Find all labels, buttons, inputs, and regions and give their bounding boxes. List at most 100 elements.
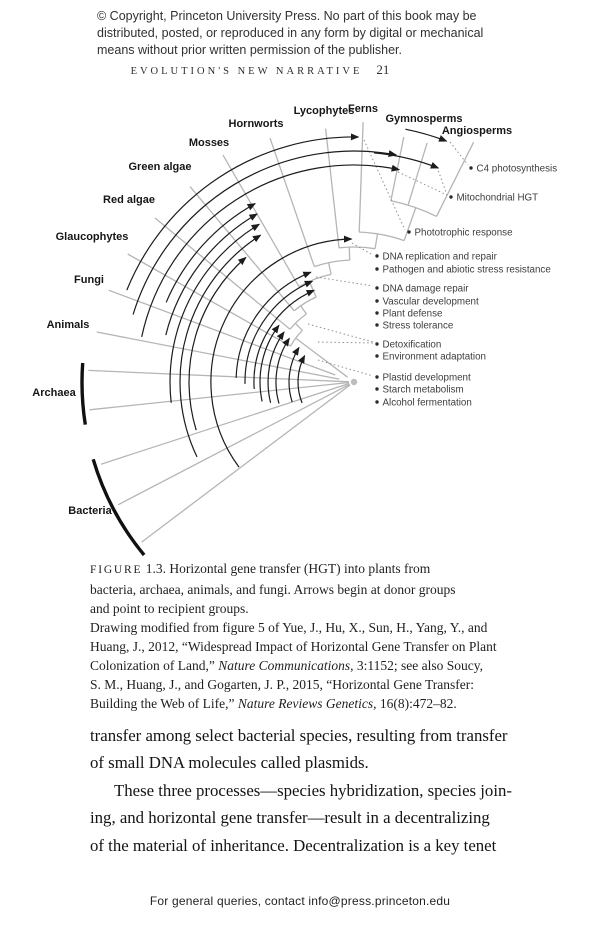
annotation-label: Environment adaptation: [383, 352, 486, 363]
annotation-label: DNA damage repair: [383, 284, 470, 295]
annotation-label: Detoxification: [383, 340, 442, 351]
annotation-bullet: [375, 254, 379, 258]
caption-text-run: Building the Web of Life,”: [90, 696, 238, 711]
tree-branch: [127, 253, 291, 347]
tree-stem: [300, 305, 307, 315]
annotation-bullet: [375, 267, 379, 271]
hgt-arrow-arc: [165, 203, 256, 303]
caption-line: bacteria, archaea, animals, and fungi. A…: [90, 580, 552, 599]
dotted-leader-line: [397, 171, 448, 196]
tree-connector-arc: [289, 313, 307, 330]
annotation-bullet: [407, 230, 411, 234]
tree-branch: [117, 383, 350, 506]
dotted-leader-line: [315, 276, 374, 287]
caption-line: Figure 1.3. Horizontal gene transfer (HG…: [90, 559, 552, 580]
caption-line: Drawing modified from figure 5 of Yue, J…: [90, 618, 552, 637]
body-line: These three processes—species hybridizat…: [114, 780, 512, 800]
tree-stem: [327, 262, 332, 275]
tree-branch: [222, 154, 300, 288]
taxon-label-angiosperms: Angiosperms: [442, 125, 512, 137]
taxon-label-archaea: Archaea: [32, 387, 76, 399]
tree-branch: [154, 217, 291, 330]
annotation-bullet: [375, 387, 379, 391]
tree-stem: [308, 281, 317, 298]
annotation-bullet: [375, 400, 379, 404]
annotation-bullet: [375, 286, 379, 290]
hgt-arrows: [126, 128, 448, 468]
annotation-label: Mitochondrial HGT: [457, 193, 539, 204]
caption-text-run: 1.3. Horizontal gene transfer (HGT) into…: [142, 561, 431, 576]
caption-journal-title: Nature Communications: [218, 658, 351, 673]
hgt-arrow-arc: [126, 133, 360, 291]
caption-text-run: Drawing modified from figure 5 of Yue, J…: [90, 620, 488, 635]
hgt-arrow-arc: [253, 289, 316, 390]
body-line: transfer among select bacterial species,…: [90, 726, 508, 745]
annotation-label: Starch metabolism: [383, 385, 464, 396]
body-line: of the material of inheritance. Decentra…: [90, 835, 497, 855]
hgt-arrow-arc: [288, 346, 300, 403]
hgt-arrow-arc: [259, 324, 280, 402]
taxon-label-lycophytes: Lycophytes: [294, 105, 355, 117]
annotation-bullet: [449, 195, 453, 199]
annotation-bullet: [375, 311, 379, 315]
annotation-bullet: [375, 375, 379, 379]
hgt-arrow-arc: [132, 150, 398, 315]
tree-connector-arc: [359, 231, 405, 242]
hgt-arrow-arc: [297, 354, 306, 404]
tree-stem: [374, 233, 379, 249]
hgt-arrow-arc: [244, 280, 314, 384]
clade-brackets: [80, 362, 146, 557]
annotation-bullet: [375, 299, 379, 303]
annotation-label: Alcohol fermentation: [383, 398, 472, 409]
taxon-label-ferns: Ferns: [348, 103, 378, 115]
annotation-label: Stress tolerance: [383, 321, 454, 332]
caption-text-run: Figure: [90, 564, 143, 576]
taxon-label-fungi: Fungi: [74, 274, 104, 286]
annotation-label: C4 photosynthesis: [477, 164, 558, 175]
tree-branch: [89, 381, 350, 411]
taxon-label-hornworts: Hornworts: [229, 118, 284, 130]
dotted-leader-line: [449, 141, 469, 166]
caption-line: Huang, J., 2012, “Widespread Impact of H…: [90, 637, 552, 656]
tree-connector-arc: [338, 246, 376, 250]
annotation-bullet: [375, 323, 379, 327]
annotation-bullet: [469, 166, 473, 170]
annotation-label: Plant defense: [383, 309, 443, 320]
tree-stem: [403, 207, 417, 241]
tree-branch: [435, 141, 475, 217]
caption-line: Building the Web of Life,” Nature Review…: [90, 694, 552, 713]
taxon-label-mosses: Mosses: [189, 137, 229, 149]
hgt-arrow-arc: [210, 235, 353, 468]
tree-root-hub: [350, 378, 358, 386]
hgt-arrow-arc: [405, 128, 448, 142]
hgt-arrow-arc: [169, 223, 261, 403]
tree-connector-arc: [293, 296, 317, 312]
caption-text-run: bacteria, archaea, animals, and fungi. A…: [90, 582, 456, 597]
page-number: 21: [376, 62, 390, 77]
annotation-bullet: [375, 354, 379, 358]
body-line: ing, and horizontal gene transfer—result…: [90, 808, 490, 828]
annotation-label: Pathogen and abiotic stress resistance: [383, 265, 552, 276]
caption-line: Colonization of Land,” Nature Communicat…: [90, 656, 552, 675]
tree-branch: [269, 137, 315, 267]
dotted-leader-lines: [307, 139, 469, 377]
annotation-label: Phototrophic response: [415, 228, 514, 239]
dotted-leader-line: [436, 166, 448, 196]
hgt-arrow-arc: [179, 234, 262, 458]
caption-line: and point to recipient groups.: [90, 599, 552, 618]
copyright-notice: © Copyright, Princeton University Press.…: [97, 9, 484, 57]
hgt-arrow-arc: [188, 256, 247, 431]
hgt-arrow-arc: [141, 164, 401, 338]
caption-text-run: Colonization of Land,”: [90, 658, 219, 673]
caption-text-run: and point to recipient groups.: [90, 601, 249, 616]
hgt-arrow-arc: [235, 271, 312, 378]
annotation-label: Plastid development: [383, 373, 472, 384]
tree-branch: [407, 142, 428, 206]
tree-branch: [108, 289, 336, 376]
dotted-leader-line: [363, 139, 406, 231]
dotted-leader-line: [307, 323, 374, 343]
body-text: transfer among select bacterial species,…: [90, 722, 548, 859]
caption-line: S. M., Huang, J., and Gogarten, J. P., 2…: [90, 675, 552, 694]
caption-text-run: , 16(8):472–82.: [373, 696, 457, 711]
